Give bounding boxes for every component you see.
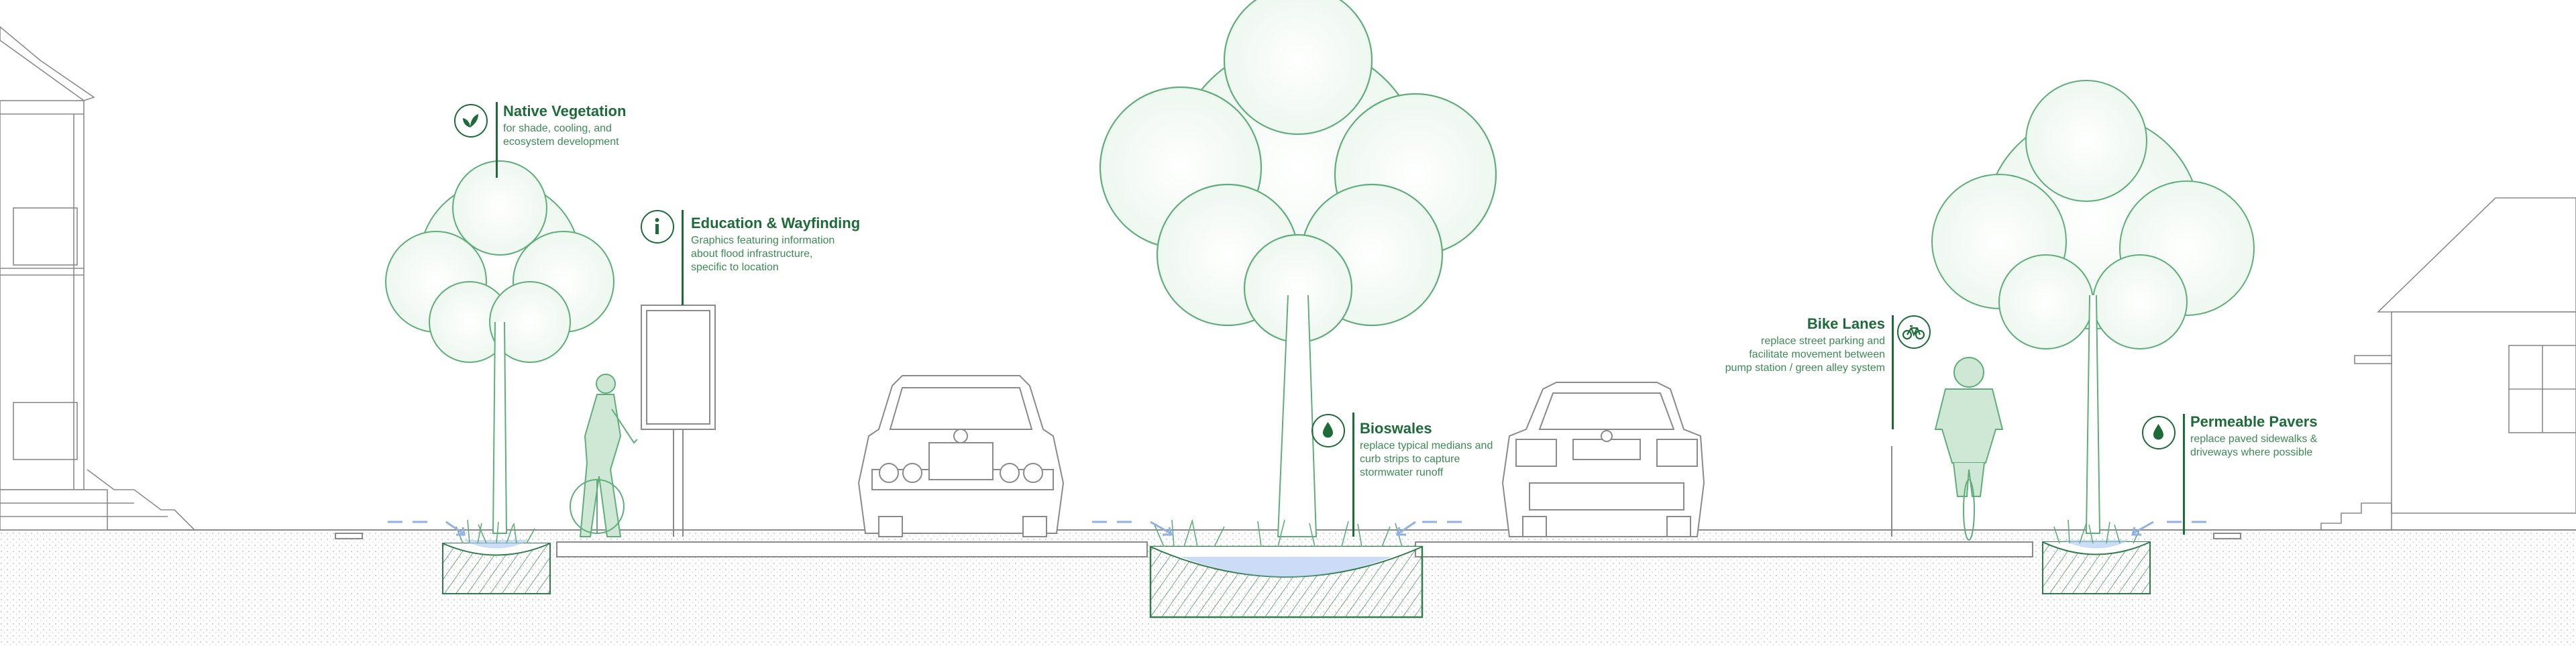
runoff-water-arrows bbox=[388, 521, 2206, 536]
permeable-pavers-leader-line bbox=[2183, 414, 2185, 535]
wayfinding-sign bbox=[641, 305, 716, 537]
cyclist bbox=[1934, 357, 2004, 541]
bioswale-right bbox=[2042, 540, 2151, 594]
car-left bbox=[857, 375, 1065, 537]
native-vegetation-leader-line bbox=[496, 102, 498, 178]
left-house bbox=[0, 25, 195, 531]
tree-right bbox=[1931, 80, 2255, 534]
callout-description: for shade, cooling, and ecosystem develo… bbox=[503, 123, 619, 148]
callout-description: replace typical medians and curb strips … bbox=[1360, 440, 1493, 478]
callout-title: Bioswales bbox=[1360, 420, 1432, 437]
right-house bbox=[2320, 197, 2576, 530]
callout-permeable-pavers: Permeable Pavers replace paved sidewalks… bbox=[2190, 413, 2318, 460]
water-drop-icon bbox=[2142, 416, 2176, 449]
swale-grasses bbox=[455, 519, 2141, 547]
callout-title: Permeable Pavers bbox=[2190, 413, 2318, 430]
water-drop-icon bbox=[1311, 414, 1345, 447]
road-surface bbox=[335, 533, 2241, 557]
callout-title: Native Vegetation bbox=[503, 103, 627, 119]
callout-education-wayfinding: Education & Wayfinding Graphics featurin… bbox=[691, 215, 860, 274]
person-with-bike bbox=[570, 374, 638, 537]
callout-native-vegetation: Native Vegetation for shade, cooling, an… bbox=[503, 103, 626, 149]
bike-lanes-leader-line bbox=[1892, 315, 1894, 429]
callout-bike-lanes: Bike Lanes replace street parking and fa… bbox=[1725, 315, 1885, 375]
bioswales-leader-line bbox=[1352, 413, 1354, 537]
bicycle-icon bbox=[1897, 315, 1931, 349]
tree-center bbox=[1099, 0, 1497, 537]
callout-title: Education & Wayfinding bbox=[691, 215, 861, 231]
education-leader-line bbox=[682, 210, 684, 305]
callout-title: Bike Lanes bbox=[1807, 315, 1885, 332]
bioswale-left bbox=[442, 540, 551, 594]
info-icon bbox=[641, 210, 674, 244]
callout-bioswales: Bioswales replace typical medians and cu… bbox=[1360, 420, 1493, 480]
tree-left bbox=[385, 160, 614, 534]
bioswale-center bbox=[1149, 545, 1424, 618]
callout-description: replace paved sidewalks & driveways wher… bbox=[2190, 433, 2318, 458]
callout-description: Graphics featuring information about flo… bbox=[691, 235, 835, 273]
callout-description: replace street parking and facilitate mo… bbox=[1725, 335, 1885, 374]
car-right bbox=[1501, 382, 1705, 537]
leaf-icon bbox=[454, 104, 488, 138]
